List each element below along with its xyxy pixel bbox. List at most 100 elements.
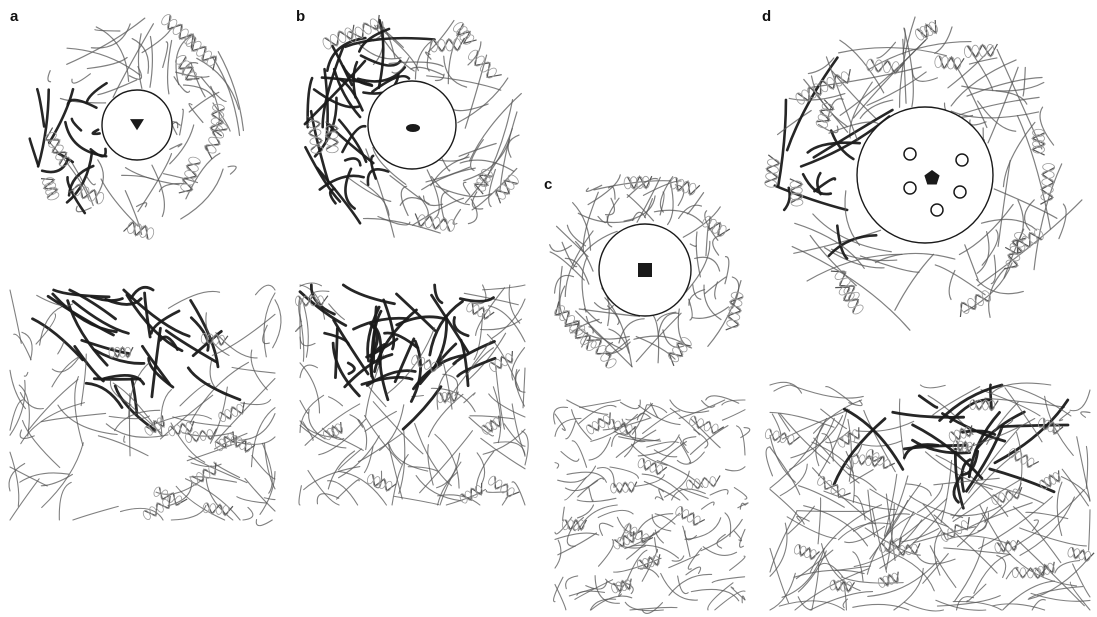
ribbon-strand <box>444 56 467 87</box>
ribbon-strand <box>982 230 998 265</box>
ribbon-strand <box>170 144 182 150</box>
ribbon-strand <box>918 485 943 513</box>
helix-turn <box>1020 568 1026 578</box>
ribbon-strand <box>10 290 21 343</box>
ribbon-strand <box>826 387 853 405</box>
ribbon-strand <box>10 467 47 486</box>
ribbon-strand <box>997 49 1042 148</box>
ribbon-strand <box>28 380 78 431</box>
ribbon-strand <box>68 301 108 366</box>
helix-coil <box>495 476 519 496</box>
ribbon-strand <box>502 496 508 505</box>
ribbon-strand <box>710 490 728 496</box>
ribbon-strand <box>669 574 712 595</box>
ribbon-strand <box>590 599 615 610</box>
ribbon-strand <box>65 122 106 156</box>
helix-turn <box>621 534 630 546</box>
ribbon-strand <box>145 293 151 337</box>
ribbon-strand <box>582 257 587 312</box>
helix-turn <box>94 191 105 205</box>
ribbon-strand <box>572 441 586 468</box>
ribbon-strand <box>22 332 32 360</box>
ribbon-strand <box>577 505 593 518</box>
ribbon-strand <box>251 350 267 390</box>
helix-turn <box>927 21 939 35</box>
ribbon-strand <box>429 21 454 52</box>
ribbon-strand <box>561 452 579 462</box>
ribbon-strand <box>180 383 210 405</box>
central-pore <box>857 107 993 243</box>
ribbon-strand <box>563 507 565 521</box>
ribbon-strand <box>58 405 117 434</box>
panel-c-side-view-lower <box>554 502 749 613</box>
helix-turn <box>1052 471 1062 483</box>
helix-turn <box>1012 567 1018 577</box>
ribbon-strand <box>589 487 593 501</box>
ribbon-strand <box>176 72 209 77</box>
helix-turn <box>238 439 248 451</box>
ribbon-strand <box>129 362 150 417</box>
ribbon-strand <box>829 235 876 255</box>
ribbon-strand <box>902 529 939 542</box>
ribbon-strand <box>770 573 795 610</box>
ribbon-strand <box>794 570 864 577</box>
ribbon-strand <box>464 393 475 403</box>
ribbon-strand <box>424 196 443 206</box>
ribbon-strand <box>94 379 140 380</box>
ribbon-strand <box>844 409 902 469</box>
ribbon-strand <box>722 410 745 420</box>
ribbon-strand <box>1070 390 1090 411</box>
ribbon-strand <box>860 256 919 272</box>
ribbon-strand <box>701 519 742 550</box>
ribbon-strand <box>131 287 153 298</box>
ribbon-strand <box>67 48 140 75</box>
ribbon-strand <box>10 452 19 506</box>
ribbon-strand <box>401 186 408 215</box>
helix-turn <box>1041 193 1053 201</box>
ribbon-strand <box>778 414 789 432</box>
ribbon-strand <box>848 419 851 481</box>
square-symbol <box>638 263 652 277</box>
ribbon-strand <box>638 405 680 424</box>
ribbon-strand <box>23 421 60 468</box>
panel-d-top-view <box>764 17 1082 330</box>
ribbon-strand <box>87 177 95 185</box>
ribbon-strand <box>124 436 125 442</box>
ribbon-strand <box>687 193 703 214</box>
panel-d-side-view <box>764 382 1094 611</box>
panel-b-side-view <box>295 283 528 505</box>
ribbon-strand <box>273 300 281 348</box>
ribbon-strand <box>73 506 118 520</box>
ribbon-strand <box>967 584 986 602</box>
ribbon-strand <box>895 254 934 310</box>
ribbon-strand <box>949 270 955 299</box>
ribbon-strand <box>795 223 865 268</box>
helix-turn <box>881 458 891 470</box>
ribbon-strand <box>1023 67 1025 96</box>
ribbon-strand <box>37 89 44 126</box>
ribbon-strand <box>371 156 376 179</box>
ribbon-strand <box>740 503 745 509</box>
ribbon-strand <box>361 181 390 215</box>
panel-a-side-view <box>9 285 281 525</box>
ribbon-strand <box>770 382 802 393</box>
ribbon-strand <box>68 100 97 108</box>
ribbon-strand <box>390 176 422 200</box>
ribbon-strand <box>679 400 725 418</box>
ribbon-strand <box>98 436 148 456</box>
ribbon-strand <box>940 385 1002 421</box>
ribbon-strand <box>780 464 807 496</box>
helix-turn <box>326 139 338 146</box>
ribbon-strand <box>792 247 910 331</box>
helix-coil <box>835 287 858 313</box>
ribbon-strand <box>959 97 1039 115</box>
panel-c-top-view <box>550 175 744 370</box>
ribbon-strand <box>470 94 522 161</box>
ribbon-strand <box>308 470 339 505</box>
ribbon-strand <box>138 34 141 89</box>
ribbon-strand <box>969 58 996 64</box>
ribbon-strand <box>577 591 605 595</box>
ribbon-strand <box>610 467 638 478</box>
ribbon-strand <box>349 178 391 201</box>
